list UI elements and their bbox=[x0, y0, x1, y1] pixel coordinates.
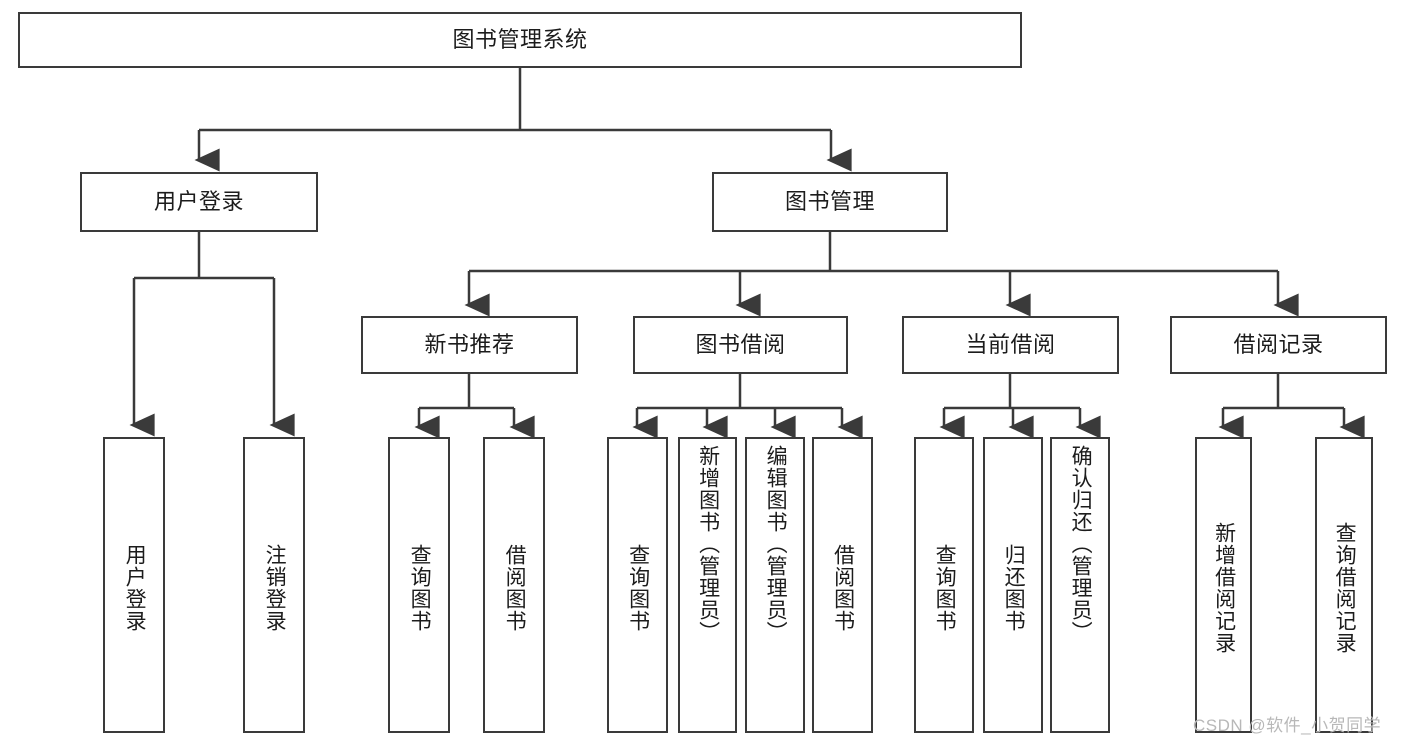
leaf-logout[interactable]: 注销登录 bbox=[243, 437, 305, 733]
leaf-add-book-admin[interactable]: 新增图书（管理员） bbox=[678, 437, 737, 733]
leaf-edit-book-admin[interactable]: 编辑图书（管理员） bbox=[745, 437, 805, 733]
node-root-label: 图书管理系统 bbox=[452, 27, 588, 53]
leaf-confirm-return-admin[interactable]: 确认归还（管理员） bbox=[1050, 437, 1110, 733]
leaf-add-borrow-record-label: 新增借阅记录 bbox=[1212, 522, 1236, 654]
leaf-query-book-borrow-label: 查询图书 bbox=[626, 544, 650, 632]
leaf-query-book-current-label: 查询图书 bbox=[933, 544, 957, 632]
node-root[interactable]: 图书管理系统 bbox=[18, 12, 1022, 68]
leaf-return-book[interactable]: 归还图书 bbox=[983, 437, 1043, 733]
node-borrow-record-label: 借阅记录 bbox=[1233, 332, 1324, 358]
node-book-management[interactable]: 图书管理 bbox=[712, 172, 948, 232]
node-book-borrow[interactable]: 图书借阅 bbox=[633, 316, 848, 374]
leaf-query-book-borrow[interactable]: 查询图书 bbox=[607, 437, 668, 733]
node-user-login[interactable]: 用户登录 bbox=[80, 172, 318, 232]
leaf-query-borrow-record[interactable]: 查询借阅记录 bbox=[1315, 437, 1373, 733]
leaf-user-login-label: 用户登录 bbox=[123, 544, 147, 632]
leaf-user-login[interactable]: 用户登录 bbox=[103, 437, 165, 733]
leaf-edit-book-admin-label: 编辑图书（管理员） bbox=[764, 445, 788, 643]
leaf-borrow-book[interactable]: 借阅图书 bbox=[812, 437, 873, 733]
leaf-query-book-rec[interactable]: 查询图书 bbox=[388, 437, 450, 733]
leaf-return-book-label: 归还图书 bbox=[1002, 544, 1026, 632]
leaf-borrow-book-rec-label: 借阅图书 bbox=[503, 544, 527, 632]
node-book-management-label: 图书管理 bbox=[784, 189, 875, 215]
node-book-borrow-label: 图书借阅 bbox=[695, 332, 786, 358]
leaf-add-book-admin-label: 新增图书（管理员） bbox=[696, 445, 720, 643]
leaf-borrow-book-label: 借阅图书 bbox=[831, 544, 855, 632]
node-borrow-record[interactable]: 借阅记录 bbox=[1170, 316, 1387, 374]
node-current-borrow-label: 当前借阅 bbox=[965, 332, 1056, 358]
leaf-confirm-return-admin-label: 确认归还（管理员） bbox=[1069, 445, 1093, 643]
csdn-watermark: CSDN @软件_小贺同学 bbox=[1193, 716, 1382, 735]
leaf-query-borrow-record-label: 查询借阅记录 bbox=[1333, 522, 1357, 654]
leaf-logout-label: 注销登录 bbox=[263, 544, 287, 632]
node-user-login-label: 用户登录 bbox=[153, 189, 244, 215]
leaf-borrow-book-rec[interactable]: 借阅图书 bbox=[483, 437, 545, 733]
leaf-query-book-rec-label: 查询图书 bbox=[408, 544, 432, 632]
leaf-add-borrow-record[interactable]: 新增借阅记录 bbox=[1195, 437, 1252, 733]
node-new-book-recommend-label: 新书推荐 bbox=[424, 332, 515, 358]
node-current-borrow[interactable]: 当前借阅 bbox=[902, 316, 1119, 374]
leaf-query-book-current[interactable]: 查询图书 bbox=[914, 437, 974, 733]
node-new-book-recommend[interactable]: 新书推荐 bbox=[361, 316, 578, 374]
